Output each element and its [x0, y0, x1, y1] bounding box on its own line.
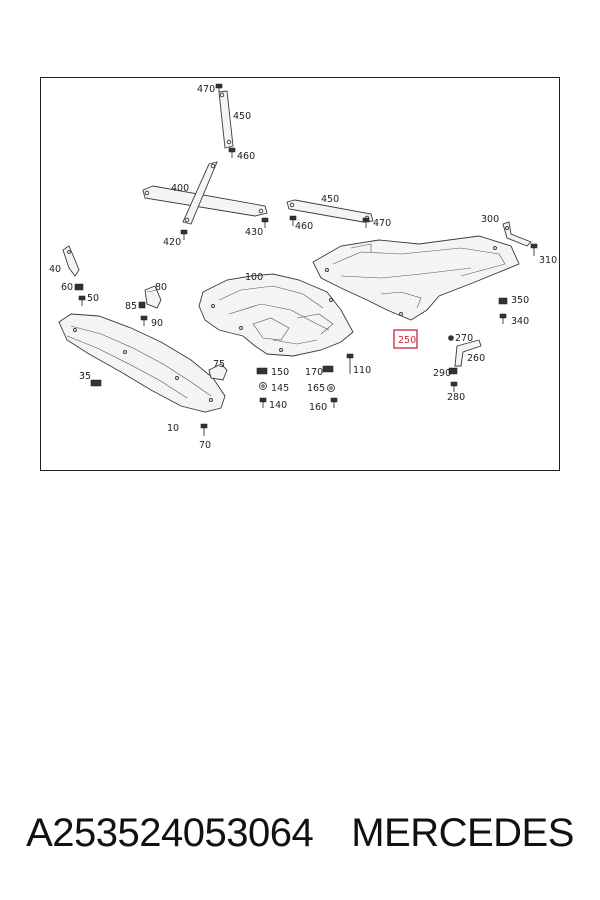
callout-160: 160 — [309, 402, 327, 413]
clip-60 — [74, 283, 84, 291]
bolt-430 — [261, 217, 269, 228]
callout-290: 290 — [433, 368, 451, 379]
callout-450-top: 450 — [233, 111, 251, 122]
nut-290 — [448, 367, 458, 375]
front-underbody-panel-100 — [198, 273, 354, 357]
callout-350: 350 — [511, 295, 529, 306]
bracket-80 — [144, 285, 162, 309]
rear-underbody-panel-250 — [312, 235, 520, 321]
highlight-box — [393, 329, 418, 349]
callout-50: 50 — [87, 293, 99, 304]
callout-270: 270 — [455, 333, 473, 344]
bolt-470-middle — [362, 217, 370, 228]
bolt-160 — [330, 397, 338, 408]
washer-145 — [259, 382, 267, 390]
callout-280: 280 — [447, 392, 465, 403]
callout-165: 165 — [307, 383, 325, 394]
callout-60: 60 — [61, 282, 73, 293]
front-panel-10 — [58, 313, 226, 413]
bracket-260 — [454, 339, 482, 367]
callout-450-middle: 450 — [321, 194, 339, 205]
cross-brace-400 — [142, 161, 268, 225]
bolt-70 — [200, 423, 208, 436]
callout-75: 75 — [213, 359, 225, 370]
part-number: A253524053064 — [26, 810, 314, 855]
callout-470-top: 470 — [197, 84, 215, 95]
callout-460-top: 460 — [237, 151, 255, 162]
bolt-140 — [259, 397, 267, 408]
product-caption: A253524053064 MERCEDES — [0, 808, 600, 858]
washer-165 — [327, 384, 335, 392]
callout-140: 140 — [269, 400, 287, 411]
callout-150: 150 — [271, 367, 289, 378]
callout-430: 430 — [245, 227, 263, 238]
callout-110: 110 — [353, 365, 371, 376]
bracket-300 — [502, 221, 532, 247]
callout-460-middle: 460 — [295, 221, 313, 232]
callout-250-highlight[interactable]: 250 — [393, 329, 418, 349]
nut-350 — [498, 297, 508, 305]
bracket-40 — [62, 245, 80, 277]
bolt-460-top — [228, 147, 236, 158]
bolt-50 — [78, 295, 86, 306]
bolt-340 — [499, 313, 507, 324]
callout-35: 35 — [79, 371, 91, 382]
bolt-90 — [140, 315, 148, 326]
diagram-drawing: 470 450 460 400 420 430 450 460 470 300 … — [49, 83, 557, 451]
callout-10: 10 — [167, 423, 179, 434]
callout-70: 70 — [199, 440, 211, 451]
callout-145: 145 — [271, 383, 289, 394]
brand-name: MERCEDES — [351, 810, 574, 855]
callout-340: 340 — [511, 316, 529, 327]
callout-85: 85 — [125, 301, 137, 312]
callout-310: 310 — [539, 255, 557, 266]
callout-300: 300 — [481, 214, 499, 225]
callout-470-middle: 470 — [373, 218, 391, 229]
bolt-420 — [180, 229, 188, 240]
bolt-470-top — [215, 83, 223, 92]
nut-150 — [256, 367, 268, 375]
clip-35 — [90, 379, 102, 387]
clip-270 — [448, 335, 454, 341]
bolt-460-middle — [289, 215, 297, 226]
callout-90: 90 — [151, 318, 163, 329]
callout-400: 400 — [171, 183, 189, 194]
parts-diagram: 470 450 460 400 420 430 450 460 470 300 … — [40, 77, 560, 471]
callout-260: 260 — [467, 353, 485, 364]
bracket-75 — [208, 363, 228, 381]
callout-80: 80 — [155, 282, 167, 293]
callout-40: 40 — [49, 264, 61, 275]
callout-420: 420 — [163, 237, 181, 248]
bolt-310 — [530, 243, 538, 256]
callout-250: 250 — [398, 335, 416, 346]
nut-170 — [322, 365, 334, 373]
callout-100: 100 — [245, 272, 263, 283]
bolt-110 — [346, 353, 354, 374]
callout-170: 170 — [305, 367, 323, 378]
strut-450-top — [218, 90, 234, 149]
bolt-280 — [450, 381, 458, 392]
clip-85 — [138, 301, 146, 309]
